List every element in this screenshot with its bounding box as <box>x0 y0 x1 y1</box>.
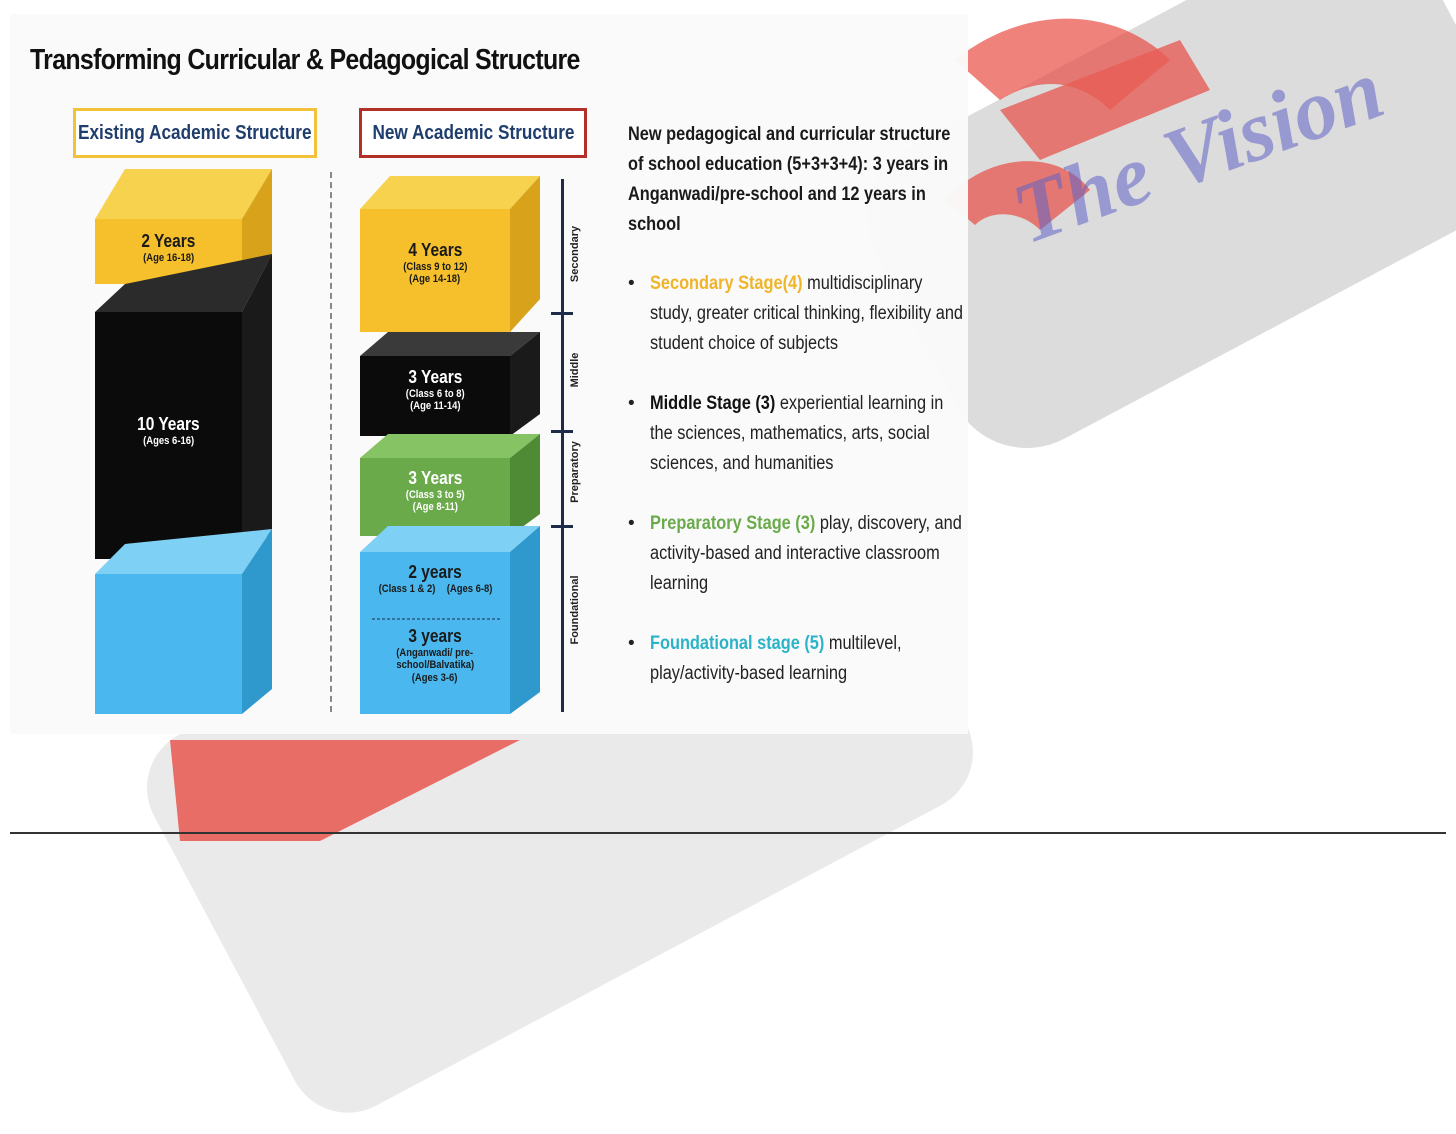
stage-label-secondary: Secondary <box>569 225 581 283</box>
new-label-foundational-preschool: 3 years (Anganwadi/ pre- school/Balvatik… <box>396 626 474 684</box>
bottom-rule <box>10 832 1446 834</box>
new-block-secondary <box>360 176 540 332</box>
bullet-preparatory: • Preparatory Stage (3) play, discovery,… <box>628 513 962 594</box>
existing-block-10-years <box>95 254 272 559</box>
stage-tick <box>551 430 573 433</box>
bullet-label: Preparatory Stage (3) <box>650 513 816 534</box>
slide-title: Transforming Curricular & Pedagogical St… <box>30 44 580 76</box>
stage-tick <box>551 312 573 315</box>
new-block-foundational <box>360 526 540 714</box>
bullet-middle: • Middle Stage (3) experiential learning… <box>628 393 944 474</box>
new-label-middle: 3 Years (Class 6 to 8) (Age 11-14) <box>405 367 465 413</box>
stage-axis <box>561 179 564 712</box>
existing-label-10-years: 10 Years (Ages 6-16) <box>137 414 200 447</box>
stage-tick <box>551 525 573 528</box>
bullet-foundational: • Foundational stage (5) multilevel, pla… <box>628 633 902 684</box>
bullet-label: Foundational stage (5) <box>650 633 825 654</box>
divider-dashed <box>330 172 332 712</box>
stage-label-foundational: Foundational <box>569 575 581 645</box>
existing-block-foundational <box>95 529 272 714</box>
structure-blocks <box>95 169 540 714</box>
stage-label-preparatory: Preparatory <box>569 441 581 503</box>
existing-label-2-years: 2 Years (Age 16-18) <box>141 231 196 264</box>
bullet-label: Secondary Stage(4) <box>650 273 803 294</box>
watermark-logo-red <box>170 18 1210 841</box>
bullet-secondary: • Secondary Stage(4) multidisciplinary s… <box>628 273 964 354</box>
stage-label-middle: Middle <box>569 352 581 388</box>
slide: Transforming Curricular & Pedagogical St… <box>10 14 968 734</box>
new-label-foundational-primary: 2 years (Class 1 & 2) (Ages 6-8) <box>378 562 493 595</box>
new-block-preparatory <box>360 434 540 536</box>
new-label-preparatory: 3 Years (Class 3 to 5) (Age 8-11) <box>405 468 465 514</box>
bullet-label: Middle Stage (3) <box>650 393 776 414</box>
new-structure-header: New Academic Structure <box>359 108 587 158</box>
new-block-middle <box>360 332 540 436</box>
intro-paragraph: New pedagogical and curricular structure… <box>628 124 951 235</box>
stage-bullet-list: • Secondary Stage(4) multidisciplinary s… <box>628 269 968 719</box>
new-label-secondary: 4 Years (Class 9 to 12) (Age 14-18) <box>402 240 468 286</box>
existing-structure-header: Existing Academic Structure <box>73 108 317 158</box>
